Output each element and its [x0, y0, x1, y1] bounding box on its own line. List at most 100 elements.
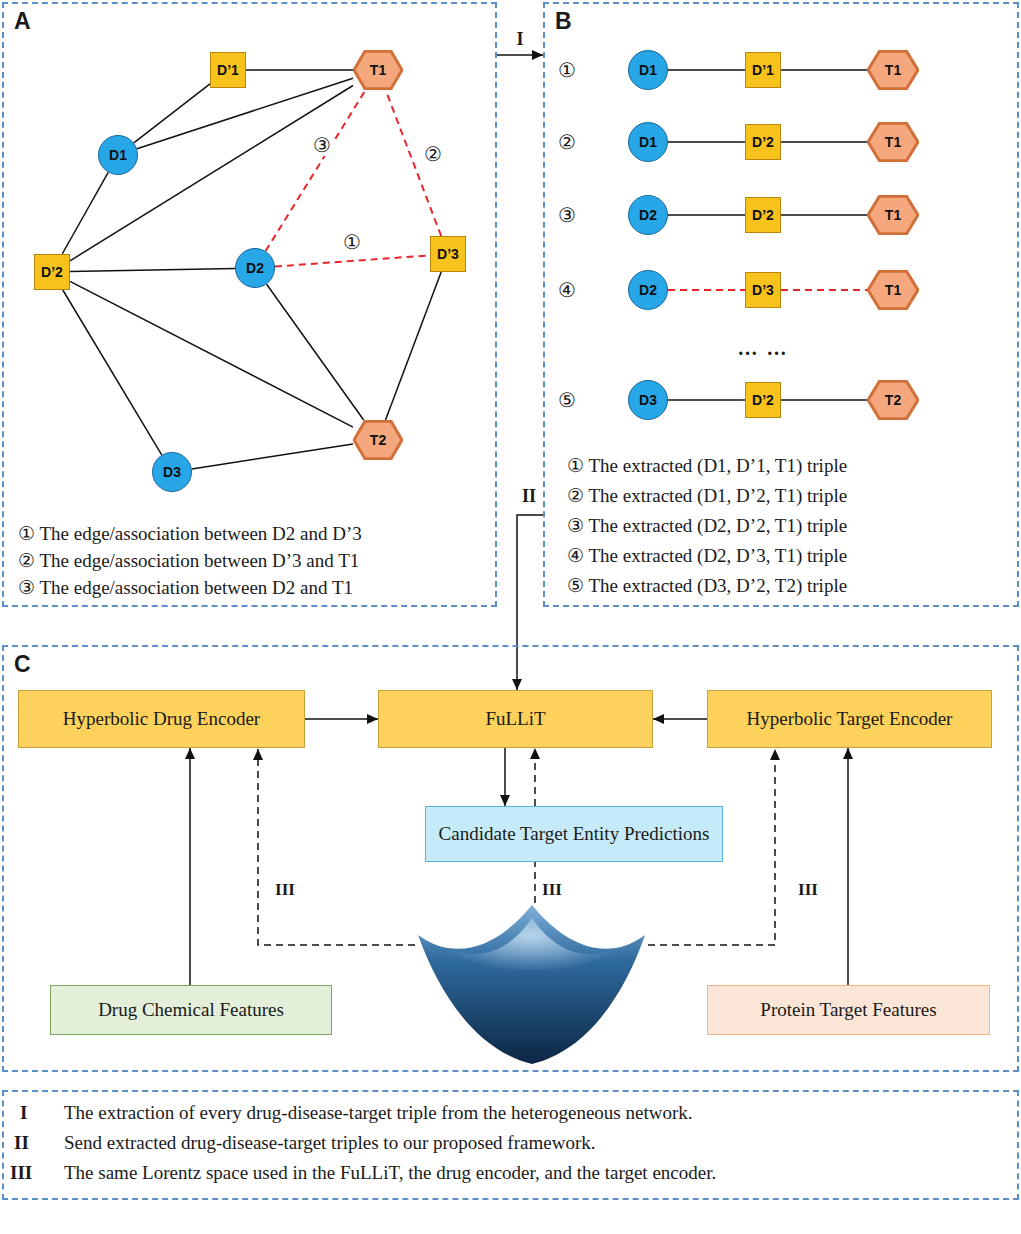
disease-square: D’3 [430, 236, 466, 272]
note-text: ② The edge/association between D’3 and T… [18, 549, 359, 572]
disease-square: D’2 [745, 382, 781, 418]
dashed-panel: A ① The edge/association between D2 and D… [2, 2, 497, 607]
edge-label: ① [341, 231, 363, 253]
target-hexagon: T1 [867, 50, 919, 90]
drug-circle: D3 [628, 380, 668, 420]
note-text: Send extracted drug-disease-target tripl… [64, 1132, 595, 1154]
callout-number: ⑤ [556, 389, 578, 411]
hexagon-outline [868, 196, 918, 234]
node-label: FuLLiT [485, 708, 545, 730]
node-label: Candidate Target Entity Predictions [439, 823, 710, 845]
process-box: Hyperbolic Target Encoder [707, 690, 992, 748]
flow-arrow [189, 748, 191, 985]
surface-highlight [440, 918, 624, 990]
disease-square: D’2 [745, 124, 781, 160]
highlighted-association [275, 255, 430, 266]
callout-number: III [273, 881, 297, 900]
dashed-panel: IThe extraction of every drug-disease-ta… [2, 1090, 1019, 1200]
dashed-panel: C Hyperbolic Drug Encoder FuLLiT Hyperbolic… [2, 645, 1019, 1072]
roman-numeral: II [14, 1132, 29, 1154]
edge-label: I [514, 30, 525, 50]
flow-arrow [847, 748, 849, 985]
highlighted-association [668, 289, 745, 291]
lorentz-surface [418, 905, 645, 1064]
callout-number: III [540, 881, 564, 900]
node-label: D’2 [752, 392, 774, 408]
dashed-panel: B ① The extracted (D1, D’1, T1) triple ② T… [543, 2, 1019, 607]
node-label: D’2 [752, 207, 774, 223]
node-label: D’3 [752, 282, 774, 298]
target-hexagon: T1 [867, 270, 919, 310]
ellipsis: … … [736, 337, 791, 359]
association-line [63, 290, 162, 455]
association-line [386, 272, 442, 420]
target-hexagon: T2 [353, 420, 403, 460]
node-label: D2 [246, 260, 264, 276]
node-label: T1 [370, 62, 386, 78]
drug-circle: D2 [235, 248, 275, 288]
note-text: ① The edge/association between D2 and D’… [18, 522, 362, 545]
process-box: Drug Chemical Features [50, 985, 332, 1035]
panel-label: C [14, 651, 31, 678]
disease-square: D’1 [210, 52, 246, 88]
callout-number: ③ [556, 204, 578, 226]
node-label: D2 [639, 282, 657, 298]
callout-number: ① [556, 59, 578, 81]
callout-number: ② [556, 131, 578, 153]
target-hexagon: T1 [867, 122, 919, 162]
node-label: D’1 [752, 62, 774, 78]
process-box: Hyperbolic Drug Encoder [18, 690, 305, 748]
panel-label: A [14, 8, 31, 35]
hexagon-outline [354, 51, 402, 89]
disease-square: D’1 [745, 52, 781, 88]
roman-numeral: I [20, 1102, 27, 1124]
association-line [134, 84, 210, 143]
drug-circle: D3 [152, 452, 192, 492]
process-box: Candidate Target Entity Predictions [425, 806, 723, 862]
hexagon-outline [868, 271, 918, 309]
highlighted-association [781, 289, 867, 291]
node-label: T1 [885, 62, 901, 78]
node-label: D3 [639, 392, 657, 408]
association-line [70, 268, 235, 271]
association-line [70, 281, 353, 427]
process-box: FuLLiT [378, 690, 653, 748]
dashed-link [534, 857, 536, 903]
association-line [267, 284, 364, 420]
association-line [781, 214, 867, 216]
edge-label: ② [422, 143, 444, 165]
flow-arrow [497, 54, 543, 56]
note-text: ① The extracted (D1, D’1, T1) triple [567, 454, 847, 477]
target-hexagon: T1 [867, 195, 919, 235]
node-label: Drug Chemical Features [98, 999, 284, 1021]
hexagon-outline [868, 51, 918, 89]
node-label: D2 [639, 207, 657, 223]
highlighted-association [266, 90, 366, 251]
hexagon-outline [354, 421, 402, 459]
drug-circle: D1 [628, 122, 668, 162]
node-label: T2 [370, 432, 386, 448]
node-label: D3 [163, 464, 181, 480]
node-label: D’2 [752, 134, 774, 150]
note-text: ⑤ The extracted (D3, D’2, T2) triple [567, 574, 847, 597]
flow-arrow [653, 718, 707, 720]
node-label: T1 [885, 207, 901, 223]
flow-arrow [534, 748, 536, 806]
node-label: D1 [639, 134, 657, 150]
process-box: Protein Target Features [707, 985, 990, 1035]
node-label: Protein Target Features [760, 999, 936, 1021]
hexagon-outline [868, 381, 918, 419]
drug-circle: D2 [628, 270, 668, 310]
node-label: T2 [885, 392, 901, 408]
association-line [781, 69, 867, 71]
node-label: T1 [885, 282, 901, 298]
note-text: ③ The edge/association between D2 and T1 [18, 576, 353, 599]
node-label: D’1 [217, 62, 239, 78]
edge-label: II [520, 487, 538, 507]
note-text: ③ The extracted (D2, D’2, T1) triple [567, 514, 847, 537]
node-label: D1 [109, 147, 127, 163]
flow-arrow [517, 515, 543, 690]
node-label: D1 [639, 62, 657, 78]
panel-label: B [555, 8, 572, 35]
